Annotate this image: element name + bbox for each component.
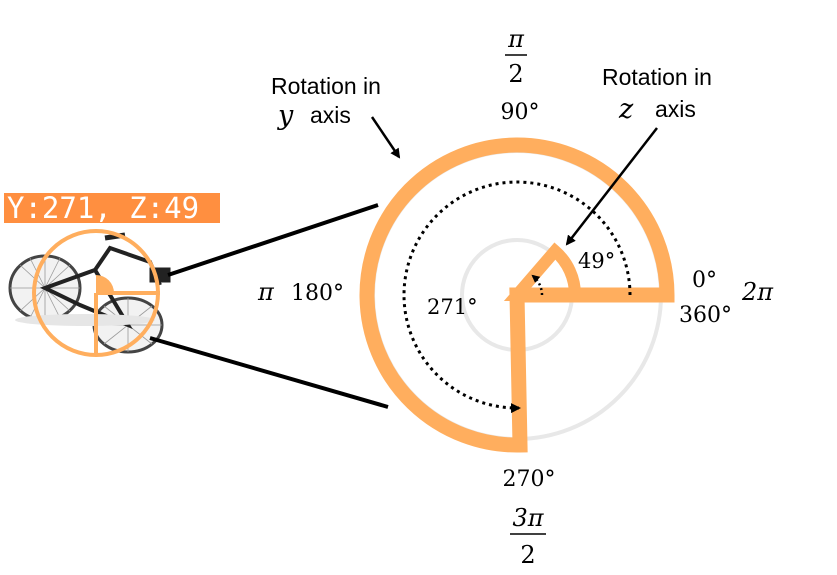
z-axis-title: Rotation in xyxy=(602,64,712,90)
rotation-badge-text: Y:271, Z:49 xyxy=(7,191,199,225)
rotation-badge-bg xyxy=(4,193,220,223)
object-thumbnail: Y:271, Z:49 xyxy=(4,191,220,357)
z-rotation-wedge xyxy=(503,242,582,301)
label-pi: π xyxy=(257,278,275,306)
thumbnail-rotation-overlay xyxy=(32,229,160,357)
top-fraction-denominator: 2 xyxy=(508,60,523,88)
z-axis-variable: z xyxy=(618,94,634,125)
y-rotation-value: 271° xyxy=(427,295,478,319)
label-2pi: 2π xyxy=(741,278,774,306)
bottom-fraction-denominator: 2 xyxy=(520,541,535,569)
label-360-degrees: 360° xyxy=(679,303,732,328)
y-axis-callout-arrow xyxy=(370,116,401,159)
y-rotation-wedge xyxy=(359,137,675,453)
bottom-fraction-numerator: 3π xyxy=(512,504,544,532)
label-270-degrees: 270° xyxy=(503,467,556,492)
z-axis-callout-arrow xyxy=(565,127,658,246)
top-fraction-numerator: π xyxy=(507,25,525,53)
y-axis-variable: y xyxy=(277,100,294,131)
label-0-degrees: 0° xyxy=(692,268,717,293)
z-axis-word: axis xyxy=(655,96,696,122)
rotation-dial xyxy=(359,137,675,453)
z-rotation-value: 49° xyxy=(578,249,615,273)
y-axis-title: Rotation in xyxy=(271,73,381,99)
y-angle-arc xyxy=(402,180,632,414)
y-axis-word: axis xyxy=(310,102,351,128)
connector-line-top xyxy=(167,203,379,277)
label-180-degrees: 180° xyxy=(291,281,344,306)
z-angle-arc xyxy=(531,274,544,296)
label-90-degrees: 90° xyxy=(501,100,540,125)
connector-line-bottom xyxy=(149,336,389,409)
